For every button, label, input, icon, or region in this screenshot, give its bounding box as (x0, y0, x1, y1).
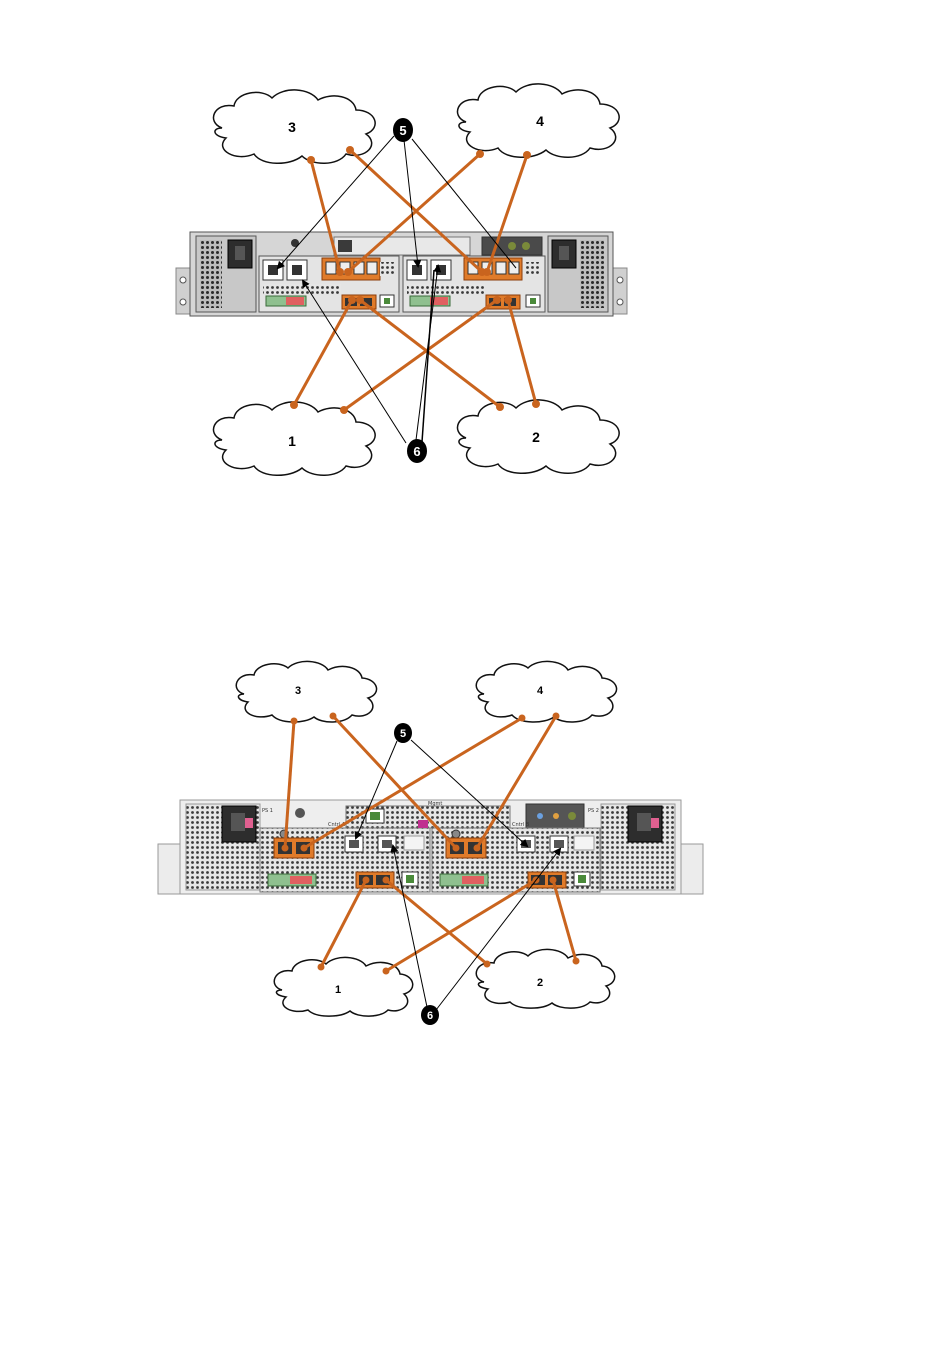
bottom-callout-6-label: 6 (427, 1010, 433, 1022)
top-callout-6-label: 6 (413, 444, 420, 459)
top-cloud-4-label: 4 (536, 113, 544, 129)
top-cloud-4: 4 (457, 84, 619, 157)
top-chassis (176, 232, 627, 316)
bottom-cloud-3: 3 (236, 661, 376, 722)
bottom-chassis: PS 1 PS 2 Mgmt Cntrl A (158, 800, 703, 894)
bottom-callout-5-label: 5 (400, 728, 406, 740)
top-diagram: 3 4 1 2 (176, 84, 627, 475)
top-cloud-2-label: 2 (532, 429, 540, 445)
bottom-mgmt-label: Mgmt (428, 801, 442, 807)
bottom-cloud-3-label: 3 (295, 685, 301, 697)
top-cloud-2: 2 (457, 400, 619, 473)
bottom-rack-ear-right (681, 844, 703, 894)
top-psu-left-vent (200, 240, 222, 308)
bottom-ctrl-b-label: Cntrl B (512, 822, 530, 828)
top-callout-6: 6 (407, 439, 427, 463)
top-callout-5: 5 (393, 118, 413, 142)
top-cloud-1: 1 (213, 402, 375, 475)
bottom-screw (295, 808, 305, 818)
bottom-diagram: PS 1 PS 2 Mgmt Cntrl A (158, 661, 703, 1025)
bottom-psu2-label: PS 2 (588, 808, 599, 814)
top-mgmt-panel (334, 237, 470, 255)
top-cloud-1-label: 1 (288, 433, 296, 449)
bottom-cloud-4-label: 4 (537, 685, 544, 697)
bottom-cloud-2: 2 (476, 949, 614, 1008)
top-psu-right-vent (580, 240, 604, 308)
bottom-callout-5: 5 (394, 723, 412, 743)
bottom-callout-6: 6 (421, 1005, 439, 1025)
bottom-cloud-2-label: 2 (537, 977, 543, 989)
bottom-cloud-4: 4 (476, 661, 616, 722)
bottom-psu1-label: PS 1 (262, 808, 273, 814)
top-rack-ear-left (176, 268, 190, 314)
top-rack-ear-right (613, 268, 627, 314)
bottom-rack-ear-left (158, 844, 180, 894)
top-callout-5-label: 5 (399, 123, 406, 138)
bottom-cloud-1-label: 1 (335, 984, 341, 996)
top-cloud-3-label: 3 (288, 119, 296, 135)
